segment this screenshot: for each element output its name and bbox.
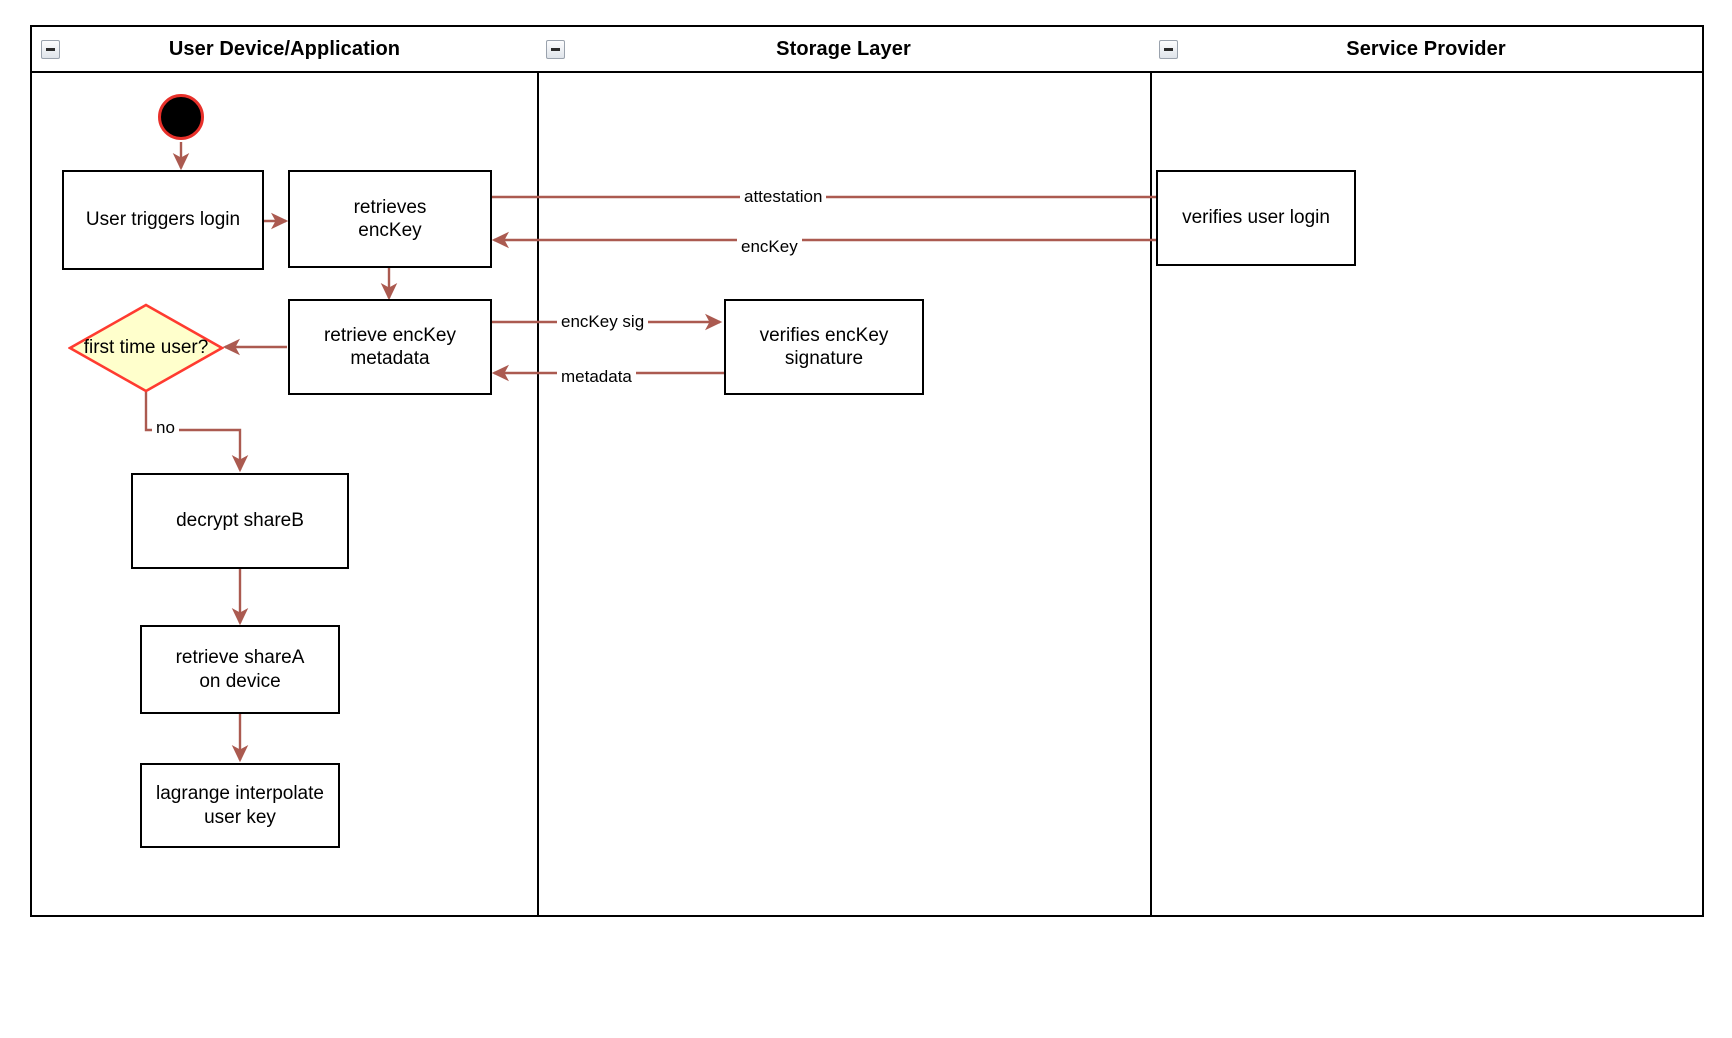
node-decrypt-shareb[interactable]: decrypt shareB [131, 473, 349, 569]
node-lagrange-interpolate-user-key[interactable]: lagrange interpolate user key [140, 763, 340, 848]
node-label-line2: user key [204, 806, 276, 828]
minus-icon-bar [551, 48, 560, 51]
node-label-line2: on device [199, 670, 281, 692]
node-label-line2: encKey [358, 220, 422, 241]
minus-icon-bar [46, 48, 55, 51]
minus-box-icon[interactable] [546, 40, 565, 59]
edge-label-attestation: attestation [740, 187, 827, 207]
lane-title-user-device: User Device/Application [168, 37, 401, 60]
node-verifies-enckey-signature[interactable]: verifies encKey signature [724, 299, 924, 395]
edge-label-no: no [152, 418, 179, 438]
lane-divider-1 [537, 27, 539, 915]
minus-icon-bar [1164, 48, 1173, 51]
node-label: verifies user login [1182, 207, 1330, 229]
minus-box-icon[interactable] [41, 40, 60, 59]
node-label-line1: retrieve encKey [323, 324, 456, 346]
node-user-triggers-login[interactable]: User triggers login [62, 170, 264, 270]
lane-title-service-provider: Service Provider [1346, 37, 1506, 60]
node-label-line2: user? [160, 336, 209, 358]
start-node[interactable] [158, 94, 204, 140]
node-label-line2: signature [784, 348, 864, 369]
node-retrieves-enckey[interactable]: retrieves encKey [288, 170, 492, 268]
node-first-time-user-decision[interactable]: first time user? [68, 303, 224, 393]
edge-label-enckey-sig: encKey sig [557, 312, 649, 332]
node-label-line2: metadata [350, 348, 430, 369]
node-retrieve-sharea-on-device[interactable]: retrieve shareA on device [140, 625, 340, 714]
lane-header-service-provider[interactable]: Service Provider [1150, 27, 1702, 73]
node-label-line1: first time [83, 336, 156, 358]
lane-header-storage-layer[interactable]: Storage Layer [537, 27, 1150, 73]
node-label-line1: verifies encKey [759, 324, 889, 346]
lane-divider-2 [1150, 27, 1152, 915]
node-label-line1: lagrange interpolate [156, 783, 324, 805]
node-label: decrypt shareB [176, 510, 304, 532]
lane-title-storage-layer: Storage Layer [776, 37, 911, 60]
node-label-line1: retrieve shareA [175, 647, 305, 669]
minus-box-icon[interactable] [1159, 40, 1178, 59]
edge-label-metadata: metadata [557, 367, 636, 387]
lane-header-user-device[interactable]: User Device/Application [32, 27, 537, 73]
node-retrieve-enckey-metadata[interactable]: retrieve encKey metadata [288, 299, 492, 395]
diamond-shape [68, 303, 224, 393]
node-label: User triggers login [85, 209, 241, 231]
node-label-line1: retrieves [353, 196, 427, 218]
node-verifies-user-login[interactable]: verifies user login [1156, 170, 1356, 266]
edge-label-enckey: encKey [737, 237, 802, 257]
